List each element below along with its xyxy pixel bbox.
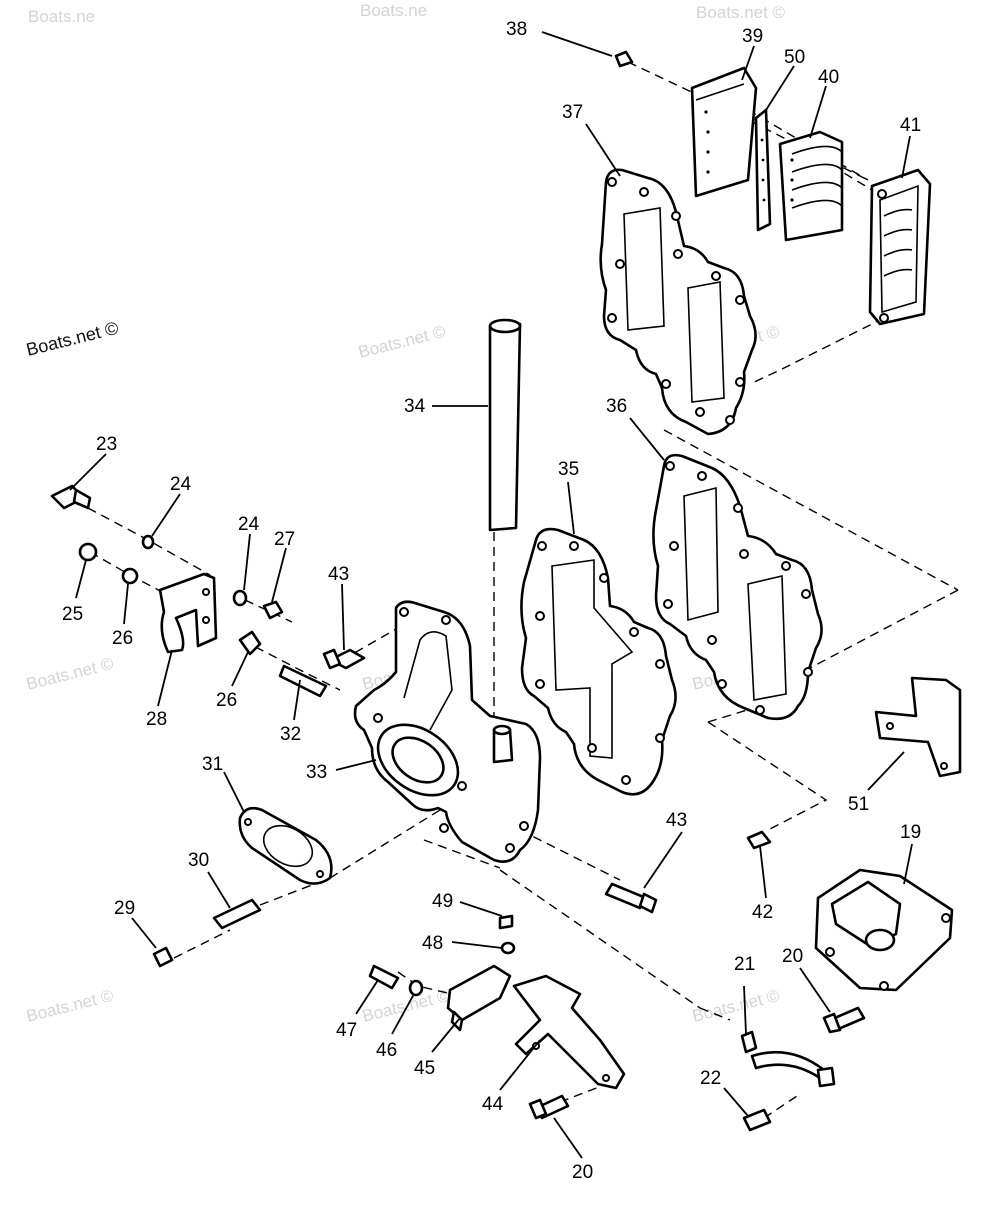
callout-label: 42 bbox=[752, 902, 773, 923]
callout-label: 47 bbox=[336, 1020, 357, 1041]
reed-petals-40 bbox=[778, 130, 844, 242]
bolt-47-washer-46 bbox=[368, 964, 424, 997]
callout-label: 37 bbox=[562, 102, 583, 123]
tube-34 bbox=[488, 318, 522, 532]
callout-label: 30 bbox=[188, 850, 209, 871]
callout-label: 31 bbox=[202, 754, 223, 775]
callout-label: 44 bbox=[482, 1094, 504, 1115]
callout-label: 34 bbox=[404, 396, 426, 417]
bolt-43-upper bbox=[322, 648, 366, 670]
watermark-text: Boats.ne bbox=[360, 1, 427, 20]
watermark-text: Boats.net © bbox=[24, 654, 115, 694]
callout-label: 51 bbox=[848, 794, 869, 815]
callout-label: 32 bbox=[280, 724, 301, 745]
callout-label: 23 bbox=[96, 434, 117, 455]
callout-label: 20 bbox=[572, 1162, 593, 1183]
manifold-33 bbox=[353, 600, 542, 863]
screw-49-washer-48 bbox=[498, 914, 516, 955]
screw-22 bbox=[742, 1108, 772, 1132]
callout-label: 40 bbox=[818, 67, 839, 88]
callout-label: 20 bbox=[782, 946, 803, 967]
callout-label: 24 bbox=[170, 474, 192, 495]
callout-label: 26 bbox=[112, 628, 133, 649]
callout-label: 46 bbox=[376, 1040, 397, 1061]
screw-42 bbox=[746, 830, 772, 850]
lever-28 bbox=[158, 572, 218, 654]
callout-label: 33 bbox=[306, 762, 327, 783]
clamp-21 bbox=[740, 1030, 836, 1088]
watermark-text: Boats.net © bbox=[690, 986, 781, 1026]
gasket-31 bbox=[238, 806, 333, 885]
callout-label: 24 bbox=[238, 514, 260, 535]
watermark-text: Boats.net © bbox=[24, 986, 115, 1026]
watermark-text: Boats.net © bbox=[24, 318, 120, 360]
callout-label: 43 bbox=[666, 810, 687, 831]
watermark-text: Boats.net © bbox=[356, 322, 447, 362]
stud-32-washer-26 bbox=[238, 630, 328, 698]
callout-labels: 38 39 50 40 37 41 34 36 35 23 24 24 27 4… bbox=[62, 19, 921, 1183]
callout-label: 27 bbox=[274, 529, 295, 550]
stud-30-nut-29 bbox=[152, 898, 262, 968]
callout-label: 50 bbox=[784, 47, 805, 68]
gasket-35 bbox=[520, 527, 677, 796]
callout-label: 48 bbox=[422, 933, 443, 954]
callout-label: 49 bbox=[432, 891, 453, 912]
callout-label: 26 bbox=[216, 690, 237, 711]
bolt-20-lower bbox=[528, 1094, 570, 1120]
callout-label: 45 bbox=[414, 1058, 435, 1079]
callout-label: 28 bbox=[146, 709, 167, 730]
callout-label: 19 bbox=[900, 822, 921, 843]
retainer-strip-50 bbox=[754, 108, 772, 232]
watermark-text: Boats.ne bbox=[28, 7, 95, 26]
gasket-36 bbox=[652, 453, 823, 721]
screw-38 bbox=[614, 50, 634, 68]
bolt-20-right bbox=[822, 1006, 866, 1034]
callout-label: 21 bbox=[734, 954, 755, 975]
callout-label: 39 bbox=[742, 26, 763, 47]
reed-stop-39 bbox=[690, 66, 758, 198]
bracket-44 bbox=[512, 974, 626, 1090]
callout-label: 35 bbox=[558, 459, 579, 480]
watermark-text: Boats.net © bbox=[360, 986, 451, 1026]
reed-block-41 bbox=[868, 168, 932, 326]
plate-51 bbox=[874, 676, 962, 778]
callout-label: 41 bbox=[900, 115, 921, 136]
callout-label: 38 bbox=[506, 19, 527, 40]
callout-leaders bbox=[69, 31, 913, 1159]
gasket-37 bbox=[599, 168, 757, 436]
cover-19 bbox=[814, 868, 954, 992]
callout-label: 29 bbox=[114, 898, 135, 919]
callout-label: 22 bbox=[700, 1068, 721, 1089]
callout-label: 25 bbox=[62, 604, 83, 625]
bolt-43-lower bbox=[604, 882, 658, 914]
small-hardware-upper-left bbox=[50, 484, 284, 620]
watermark-text: Boats.net © bbox=[696, 3, 786, 22]
callout-label: 43 bbox=[328, 564, 349, 585]
callout-label: 36 bbox=[606, 396, 627, 417]
